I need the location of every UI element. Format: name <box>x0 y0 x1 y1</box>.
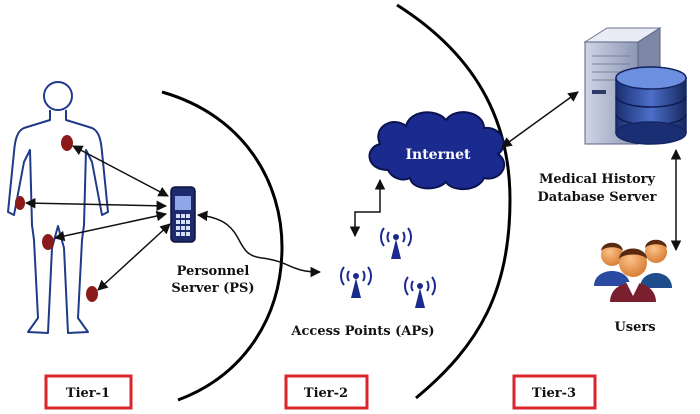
database-server-icon <box>583 27 687 145</box>
tier-3-label: Tier-3 <box>532 386 576 401</box>
user-left <box>594 242 630 286</box>
db-server-label-line2: Database Server <box>538 190 657 205</box>
users-group-icon <box>594 239 672 302</box>
tier-2-box: Tier-2 <box>284 374 369 410</box>
personnel-server-label-line1: Personnel <box>177 264 250 279</box>
ap-to-internet-link <box>349 178 386 238</box>
phone-to-ap-link <box>196 210 322 278</box>
access-point-2 <box>380 227 412 259</box>
tier-3-box: Tier-3 <box>512 374 597 410</box>
tier-boundary-curve-2 <box>396 3 512 400</box>
body-sensor-thigh <box>42 234 54 250</box>
body-sensor-ankle <box>86 286 98 302</box>
tier-2-label: Tier-2 <box>304 386 348 401</box>
body-sensor-chest <box>61 135 73 151</box>
access-points-label: Access Points (APs) <box>290 324 434 339</box>
internet-to-server-link <box>501 91 579 148</box>
tier-1-label: Tier-1 <box>66 386 110 401</box>
internet-label: Internet <box>405 147 471 163</box>
wireless-antenna-icon <box>340 227 436 308</box>
user-center <box>610 248 656 302</box>
user-right <box>640 239 672 288</box>
users-label: Users <box>614 320 655 335</box>
body-sensor-wrist <box>15 196 25 210</box>
access-point-3 <box>404 276 436 308</box>
access-point-1 <box>340 266 372 298</box>
db-server-label-line1: Medical History <box>539 172 656 187</box>
body-sensors <box>15 135 98 302</box>
personnel-server-label-line2: Server (PS) <box>171 281 254 296</box>
tier-1-box: Tier-1 <box>44 374 133 410</box>
mobile-phone-icon <box>170 186 196 243</box>
tier-boundary-curve-1 <box>161 90 284 402</box>
sensor-links <box>24 145 171 291</box>
